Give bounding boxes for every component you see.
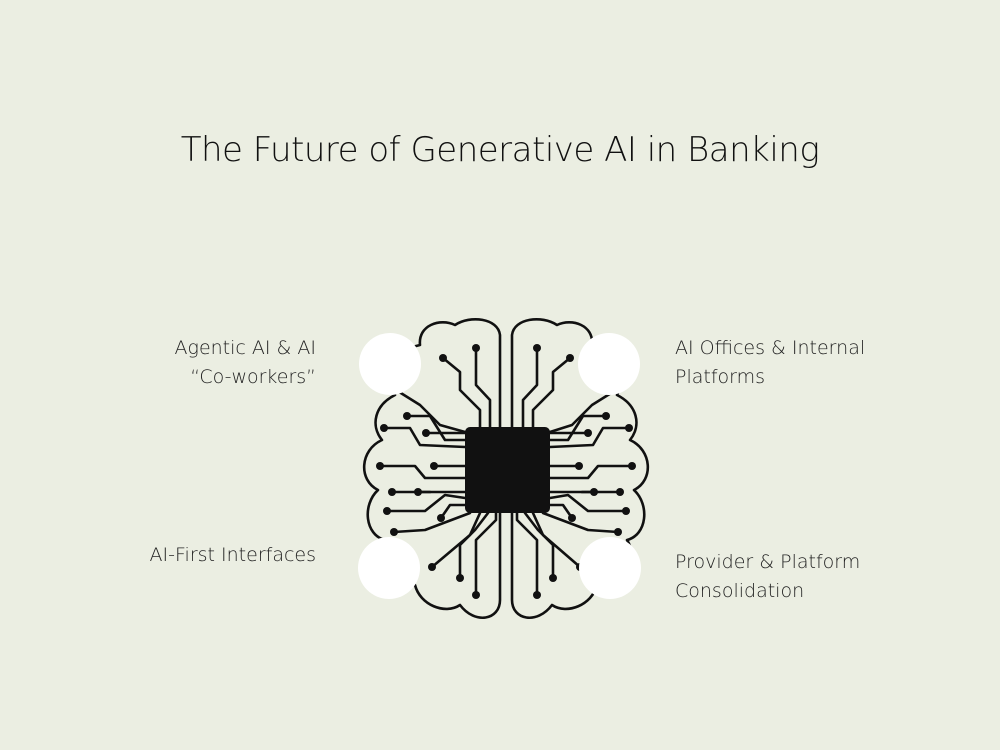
diagram-title: The Future of Generative AI in Banking <box>180 130 820 170</box>
label-line: AI-First Interfaces <box>149 544 316 566</box>
chip-icon <box>465 427 550 513</box>
label-line: Agentic AI & AI <box>174 337 316 359</box>
brain-circuit-chip-icon <box>358 317 650 620</box>
node-top-left <box>359 333 421 395</box>
label-line: Consolidation <box>675 580 805 602</box>
label-provider-consolidation: Provider & Platform Consolidation <box>675 548 860 606</box>
label-agentic-ai: Agentic AI & AI “Co-workers” <box>175 334 316 392</box>
node-bottom-right <box>579 537 641 599</box>
node-bottom-left <box>358 537 420 599</box>
node-top-right <box>578 333 640 395</box>
label-line: AI Offices & Internal <box>675 337 866 359</box>
label-ai-offices: AI Offices & Internal Platforms <box>675 334 865 392</box>
label-line: Provider & Platform <box>675 551 861 573</box>
label-ai-first-interfaces: AI-First Interfaces <box>150 541 316 570</box>
label-line: “Co-workers” <box>190 366 316 388</box>
label-line: Platforms <box>675 366 766 388</box>
